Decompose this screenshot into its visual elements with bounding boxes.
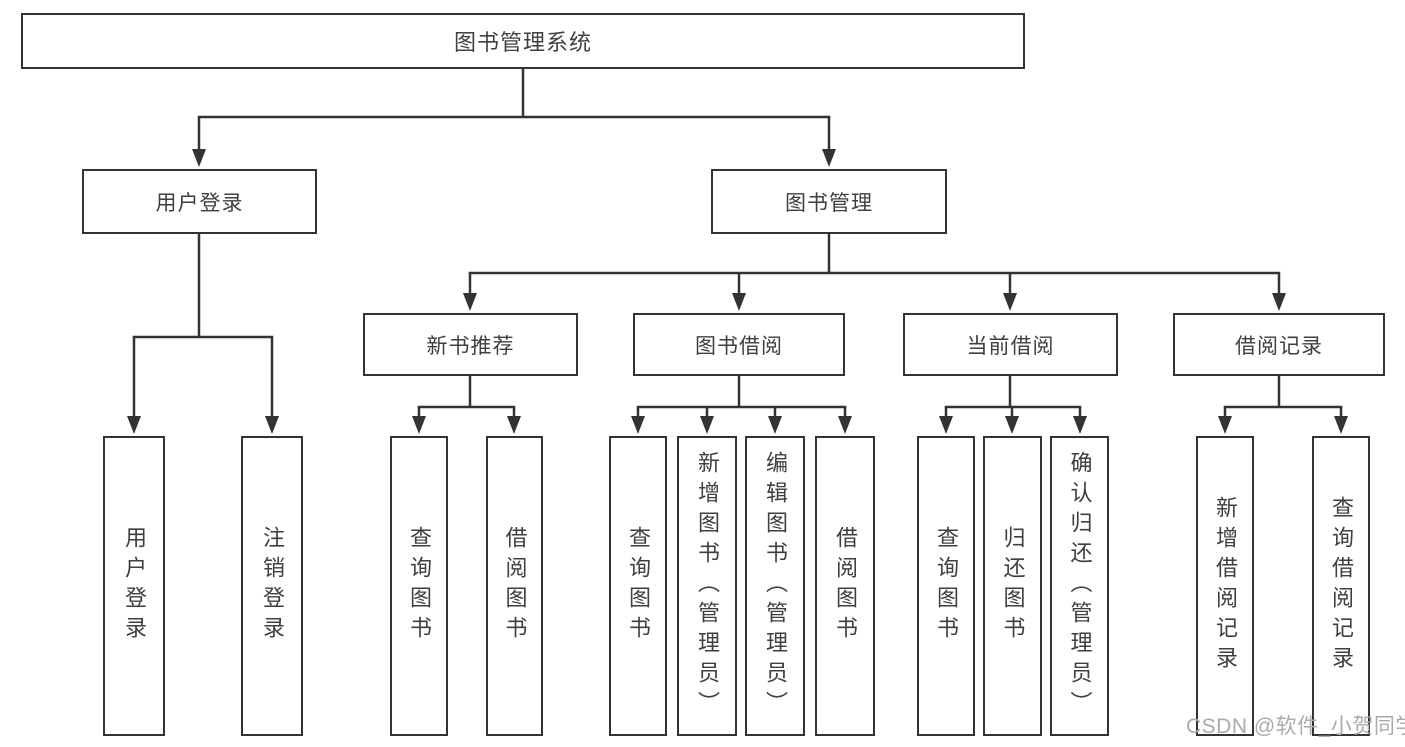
leaf-bb-query-books: 查询图书 [609, 436, 667, 736]
node-root-label: 图书管理系统 [453, 30, 592, 55]
leaf-rec-query-books-label: 查询图书 [407, 526, 432, 646]
leaf-bb-add-books-admin: 新增图书（管理员） [677, 436, 737, 736]
node-user-login: 用户登录 [82, 169, 317, 234]
leaf-cb-confirm-return-admin-label: 确认归还（管理员） [1067, 451, 1093, 721]
node-book-management-label: 图书管理 [785, 191, 873, 215]
leaf-br-add-record: 新增借阅记录 [1196, 436, 1254, 736]
leaf-bb-edit-books-admin: 编辑图书（管理员） [745, 436, 805, 736]
leaf-rec-query-books: 查询图书 [390, 436, 448, 736]
node-book-management: 图书管理 [711, 169, 947, 234]
leaf-bb-add-books-admin-label: 新增图书（管理员） [695, 451, 720, 721]
leaf-cb-confirm-return-admin: 确认归还（管理员） [1050, 436, 1109, 736]
leaf-user-login: 用户登录 [103, 436, 165, 736]
node-current-borrowing-label: 当前借阅 [966, 334, 1055, 358]
node-book-borrowing-label: 图书借阅 [695, 334, 783, 358]
node-borrowing-records-label: 借阅记录 [1235, 334, 1323, 358]
leaf-bb-edit-books-admin-label: 编辑图书（管理员） [763, 451, 788, 721]
node-user-login-label: 用户登录 [155, 191, 244, 215]
leaf-bb-borrow-books-label: 借阅图书 [833, 526, 858, 646]
node-new-book-recommend-label: 新书推荐 [426, 334, 515, 358]
node-book-borrowing: 图书借阅 [633, 313, 845, 376]
leaf-cb-return-books-label: 归还图书 [1000, 526, 1026, 646]
leaf-bb-query-books-label: 查询图书 [626, 526, 651, 646]
leaf-cb-return-books: 归还图书 [983, 436, 1042, 736]
leaf-logout-login: 注销登录 [241, 436, 303, 736]
leaf-user-login-label: 用户登录 [122, 526, 147, 646]
leaf-rec-borrow-books-label: 借阅图书 [502, 526, 528, 646]
leaf-bb-borrow-books: 借阅图书 [815, 436, 875, 736]
leaf-br-query-record-label: 查询借阅记录 [1329, 496, 1354, 676]
leaf-rec-borrow-books: 借阅图书 [486, 436, 543, 736]
node-new-book-recommend: 新书推荐 [363, 313, 578, 376]
csdn-watermark: CSDN @软件_小贺同学 [1186, 715, 1405, 738]
node-root: 图书管理系统 [21, 13, 1025, 69]
node-borrowing-records: 借阅记录 [1173, 313, 1385, 376]
leaf-br-query-record: 查询借阅记录 [1312, 436, 1370, 736]
leaf-logout-login-label: 注销登录 [260, 526, 285, 646]
leaf-cb-query-books: 查询图书 [917, 436, 975, 736]
node-current-borrowing: 当前借阅 [903, 313, 1118, 376]
leaf-cb-query-books-label: 查询图书 [934, 526, 959, 646]
leaf-br-add-record-label: 新增借阅记录 [1213, 496, 1238, 676]
